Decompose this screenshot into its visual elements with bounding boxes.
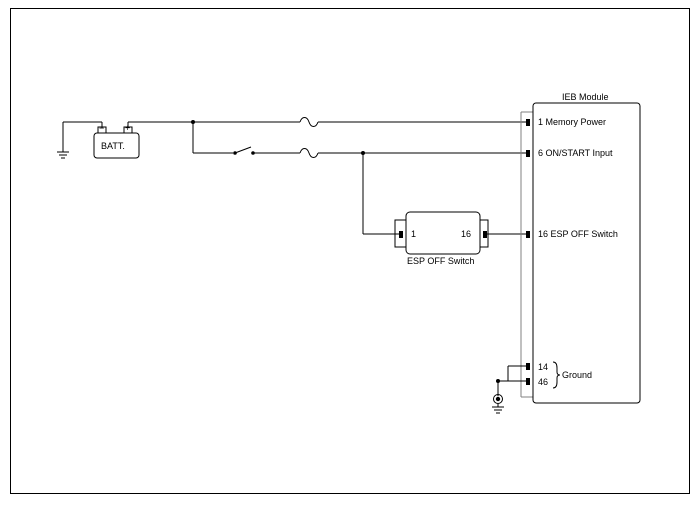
pin-46: 46 bbox=[538, 377, 548, 387]
pin-memory-power: 1 Memory Power bbox=[538, 117, 606, 127]
battery-positive-terminal: + bbox=[125, 123, 130, 133]
esp-switch-label: ESP OFF Switch bbox=[407, 256, 474, 266]
module-ground-wire bbox=[496, 365, 527, 396]
ground-brace bbox=[552, 361, 561, 389]
ieb-module bbox=[520, 102, 641, 404]
esp-switch-pin-16: 16 bbox=[461, 229, 471, 239]
pin-14: 14 bbox=[538, 362, 548, 372]
esp-off-switch bbox=[394, 211, 489, 255]
ground-label: Ground bbox=[562, 370, 592, 380]
chassis-ground-symbol bbox=[492, 394, 504, 414]
memory-power-wire bbox=[191, 117, 527, 127]
pin-esp-off-switch: 16 ESP OFF Switch bbox=[538, 229, 618, 239]
ignition-wire bbox=[192, 122, 527, 158]
battery-label: BATT. bbox=[101, 141, 125, 151]
esp-switch-feed-wire bbox=[362, 153, 399, 235]
battery-ground-symbol bbox=[57, 122, 69, 159]
ieb-module-title: IEB Module bbox=[562, 92, 609, 102]
battery bbox=[63, 121, 193, 159]
diagram-frame bbox=[10, 8, 690, 494]
pin-on-start-input: 6 ON/START Input bbox=[538, 148, 613, 158]
battery-negative-terminal: − bbox=[99, 123, 104, 133]
esp-switch-pin-1: 1 bbox=[411, 229, 416, 239]
